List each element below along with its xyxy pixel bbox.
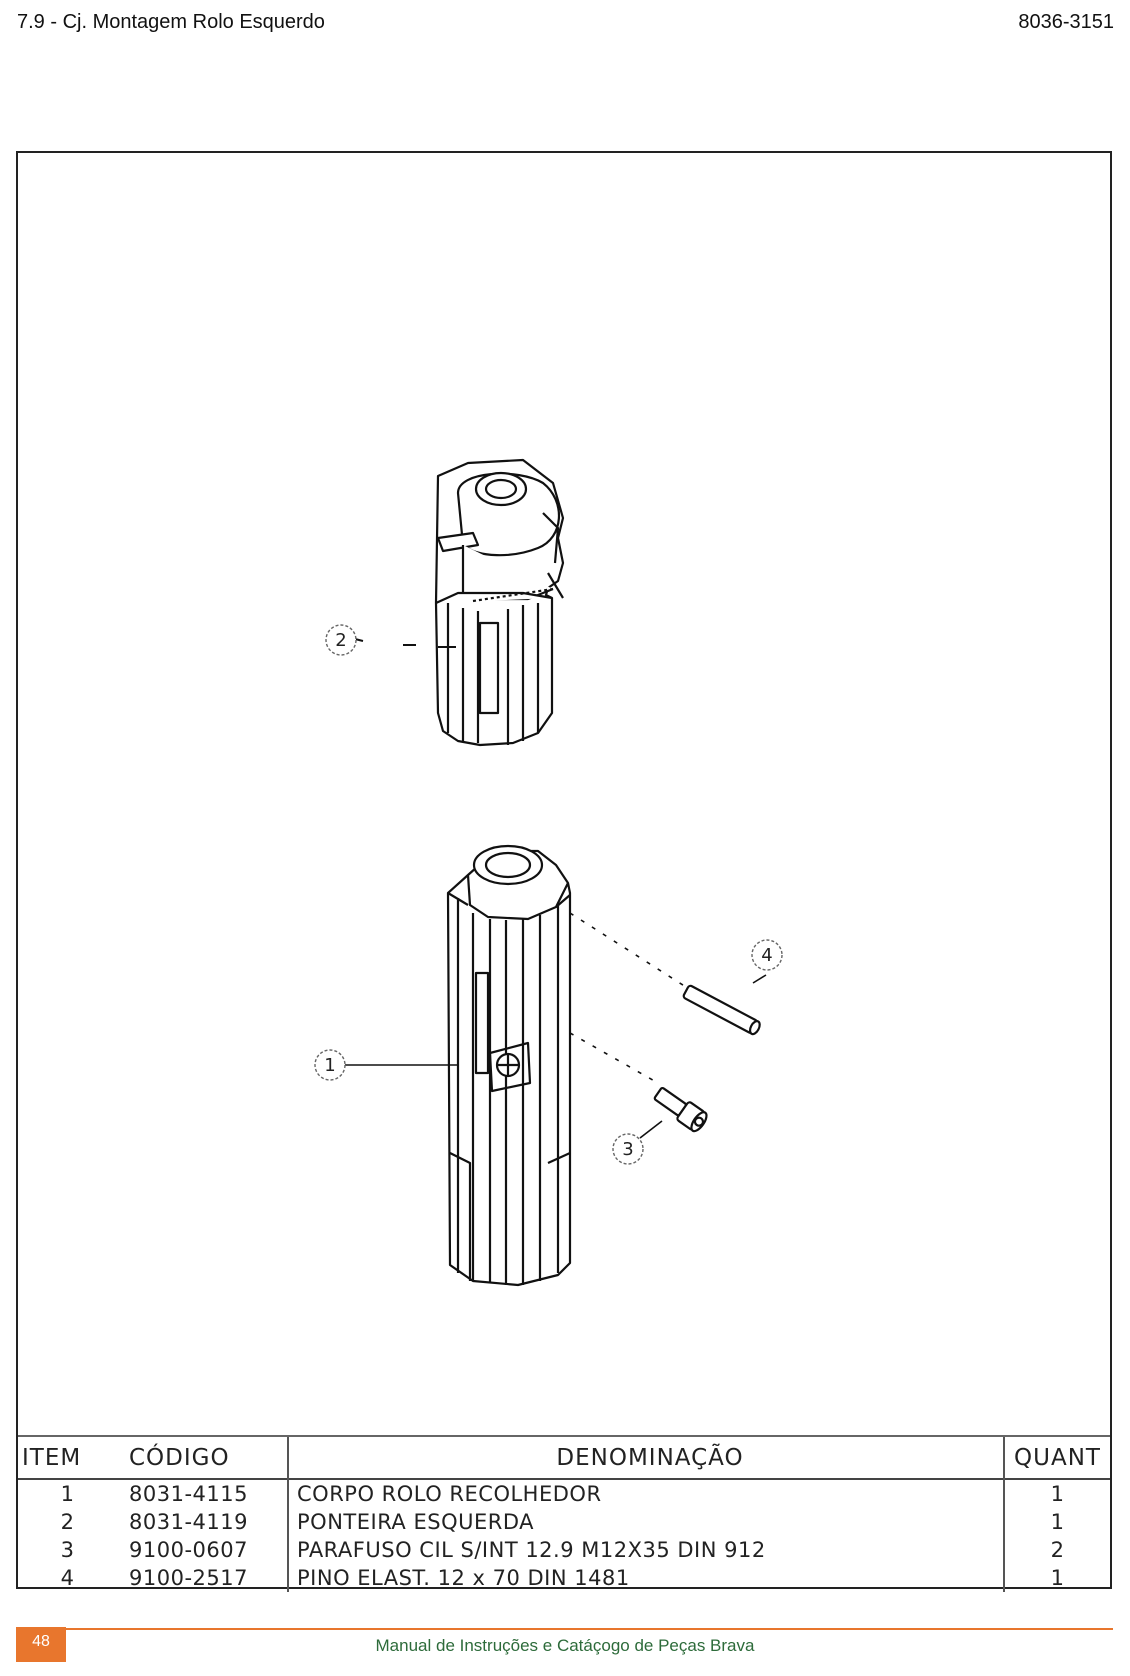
page-number: 48 bbox=[16, 1627, 66, 1662]
row-code: 8031-4115 bbox=[129, 1482, 248, 1506]
row-description: CORPO ROLO RECOLHEDOR bbox=[287, 1479, 1004, 1508]
col-item: ITEM bbox=[22, 1444, 82, 1471]
row-item: 3 bbox=[60, 1538, 75, 1562]
drawing-frame: 1 2 3 4 ITEM CÓDIGO DENOMINAÇÃO QUANT 1 bbox=[16, 151, 1112, 1592]
col-description: DENOMINAÇÃO bbox=[287, 1437, 1004, 1479]
row-quantity: 2 bbox=[1003, 1536, 1110, 1564]
callout-4: 4 bbox=[761, 945, 772, 966]
elastic-pin-part bbox=[682, 984, 761, 1036]
cap-screw-part bbox=[653, 1086, 708, 1133]
row-description: PONTEIRA ESQUERDA bbox=[287, 1508, 1004, 1536]
row-code: 9100-2517 bbox=[129, 1566, 248, 1590]
row-quantity: 1 bbox=[1003, 1564, 1110, 1592]
page-title: 7.9 - Cj. Montagem Rolo Esquerdo bbox=[17, 11, 325, 33]
callout-1-circle bbox=[314, 1049, 346, 1081]
parts-table-header: ITEM CÓDIGO DENOMINAÇÃO QUANT bbox=[18, 1437, 1110, 1479]
callout-4-circle bbox=[751, 939, 783, 971]
callout-2: 2 bbox=[335, 630, 346, 651]
table-row: 3 9100-0607 PARAFUSO CIL S/INT 12.9 M12X… bbox=[18, 1536, 1110, 1564]
callout-1: 1 bbox=[324, 1055, 335, 1076]
callout-3: 3 bbox=[622, 1139, 633, 1160]
row-quantity: 1 bbox=[1003, 1479, 1110, 1508]
row-description: PARAFUSO CIL S/INT 12.9 M12X35 DIN 912 bbox=[287, 1536, 1004, 1564]
parts-table: ITEM CÓDIGO DENOMINAÇÃO QUANT 1 8031-411… bbox=[18, 1435, 1110, 1592]
exploded-view-drawing: 1 2 3 4 bbox=[314, 458, 783, 1287]
callout-3-circle bbox=[612, 1133, 644, 1165]
document-code: 8036-3151 bbox=[1018, 11, 1114, 33]
row-code: 9100-0607 bbox=[129, 1538, 248, 1562]
col-code: CÓDIGO bbox=[129, 1444, 230, 1471]
footer-divider bbox=[16, 1628, 1113, 1630]
row-description: PINO ELAST. 12 x 70 DIN 1481 bbox=[287, 1564, 1004, 1592]
table-row: 1 8031-4115 CORPO ROLO RECOLHEDOR 1 bbox=[18, 1479, 1110, 1508]
end-cap-part bbox=[434, 458, 565, 747]
row-item: 2 bbox=[60, 1510, 75, 1534]
col-quantity: QUANT bbox=[1003, 1437, 1110, 1479]
row-quantity: 1 bbox=[1003, 1508, 1110, 1536]
row-item: 1 bbox=[60, 1482, 75, 1506]
row-code: 8031-4119 bbox=[129, 1510, 248, 1534]
footer-title: Manual de Instruções e Catáçogo de Peças… bbox=[375, 1636, 755, 1655]
table-row: 2 8031-4119 PONTEIRA ESQUERDA 1 bbox=[18, 1508, 1110, 1536]
callout-2-circle bbox=[325, 624, 357, 656]
row-item: 4 bbox=[60, 1566, 75, 1590]
roller-body-part bbox=[446, 844, 572, 1287]
table-row: 4 9100-2517 PINO ELAST. 12 x 70 DIN 1481… bbox=[18, 1564, 1110, 1592]
